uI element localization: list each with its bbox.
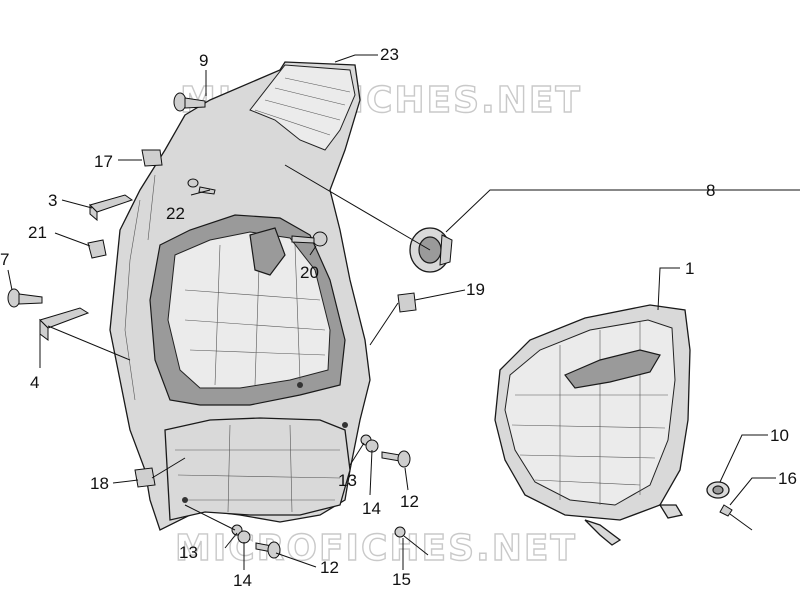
part-13-14-washers-lower [231, 524, 251, 544]
part-9-screw [173, 92, 206, 112]
part-21-clip [87, 239, 107, 259]
part-20-screw [291, 231, 328, 247]
callout-23: 23 [380, 45, 399, 64]
callout-14-lower: 14 [233, 571, 252, 590]
part-12-screw-lower [255, 541, 281, 559]
callout-21: 21 [28, 223, 47, 242]
callout-1: 1 [685, 259, 694, 278]
callout-9: 9 [199, 51, 208, 70]
part-15-pin [394, 526, 429, 556]
part-10-grommet [706, 481, 730, 499]
callout-15: 15 [392, 570, 411, 589]
callout-18: 18 [90, 474, 109, 493]
part-17-clip [141, 149, 163, 167]
part-4-bracket [39, 307, 90, 341]
callout-14-upper: 14 [362, 499, 381, 518]
callout-12-lower: 12 [320, 558, 339, 577]
callout-labels: 9 23 17 3 22 21 7 4 20 8 19 1 10 16 18 1… [0, 45, 797, 590]
part-13-14-washers-upper [360, 434, 379, 453]
callout-20: 20 [300, 263, 319, 282]
part-8-lock [409, 227, 453, 273]
callout-13-upper: 13 [338, 471, 357, 490]
glovebox-door [494, 304, 691, 546]
callout-8: 8 [706, 181, 715, 200]
callout-13-lower: 13 [179, 543, 198, 562]
part-7-screw [7, 288, 43, 308]
callout-7: 7 [0, 250, 9, 269]
part-18-clip [134, 467, 156, 488]
callout-22: 22 [166, 204, 185, 223]
part-12-screw-upper [381, 450, 411, 468]
callout-17: 17 [94, 152, 113, 171]
callout-10: 10 [770, 426, 789, 445]
callout-3: 3 [48, 191, 57, 210]
legshield-panel [109, 61, 371, 531]
callout-19: 19 [466, 280, 485, 299]
callout-4: 4 [30, 373, 39, 392]
callout-16: 16 [778, 469, 797, 488]
leader-lines [7, 54, 800, 570]
part-16-pin [719, 504, 753, 531]
callout-12-upper: 12 [400, 492, 419, 511]
part-3-bracket [89, 194, 134, 222]
part-19-clip [397, 292, 417, 313]
